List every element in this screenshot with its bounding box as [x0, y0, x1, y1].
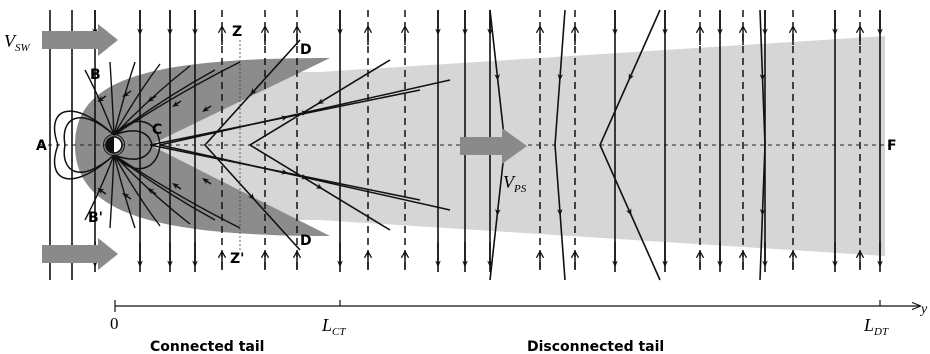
label-d-top: D — [300, 42, 312, 58]
dipole-field-lines — [53, 61, 241, 229]
axis-end-label: y — [919, 302, 928, 317]
label-a: A — [36, 138, 47, 154]
axis-ldt-label: LDT — [863, 315, 889, 338]
reconnected-line — [759, 9, 766, 281]
solar-wind-arrow-top — [42, 24, 118, 56]
dipole-line — [53, 110, 115, 180]
distance-axis — [114, 300, 920, 312]
reconnected-line — [599, 9, 661, 281]
vsw-label: VSW — [4, 31, 31, 54]
earth — [103, 134, 125, 156]
solar-wind-arrow-bottom — [42, 238, 118, 270]
label-c: C — [152, 122, 162, 138]
dipole-line — [63, 117, 115, 173]
vertical-field-lines — [92, 10, 883, 272]
disconnected-tail-label: Disconnected tail — [527, 339, 664, 354]
label-f: F — [887, 138, 897, 154]
vps-subscript: PS — [513, 183, 527, 195]
axis-lct-label: LCT — [321, 315, 346, 338]
solar-wind-field-lines — [49, 10, 73, 280]
axis-origin-label: 0 — [110, 314, 119, 333]
label-b: B — [90, 67, 101, 83]
plasma-sheet-arrow — [460, 128, 527, 164]
label-z: Z — [232, 24, 242, 40]
label-b-prime: B' — [88, 210, 103, 226]
dark-lobe-region — [75, 58, 330, 236]
reconnected-line — [248, 59, 391, 231]
connected-tail-label: Connected tail — [150, 339, 264, 354]
reconnected-line — [554, 9, 566, 281]
vps-label: VPS — [503, 172, 527, 195]
label-d-bottom: D — [300, 233, 312, 249]
vsw-subscript: SW — [15, 42, 31, 54]
reconnected-line — [203, 39, 301, 251]
label-z-prime: Z' — [230, 251, 244, 267]
